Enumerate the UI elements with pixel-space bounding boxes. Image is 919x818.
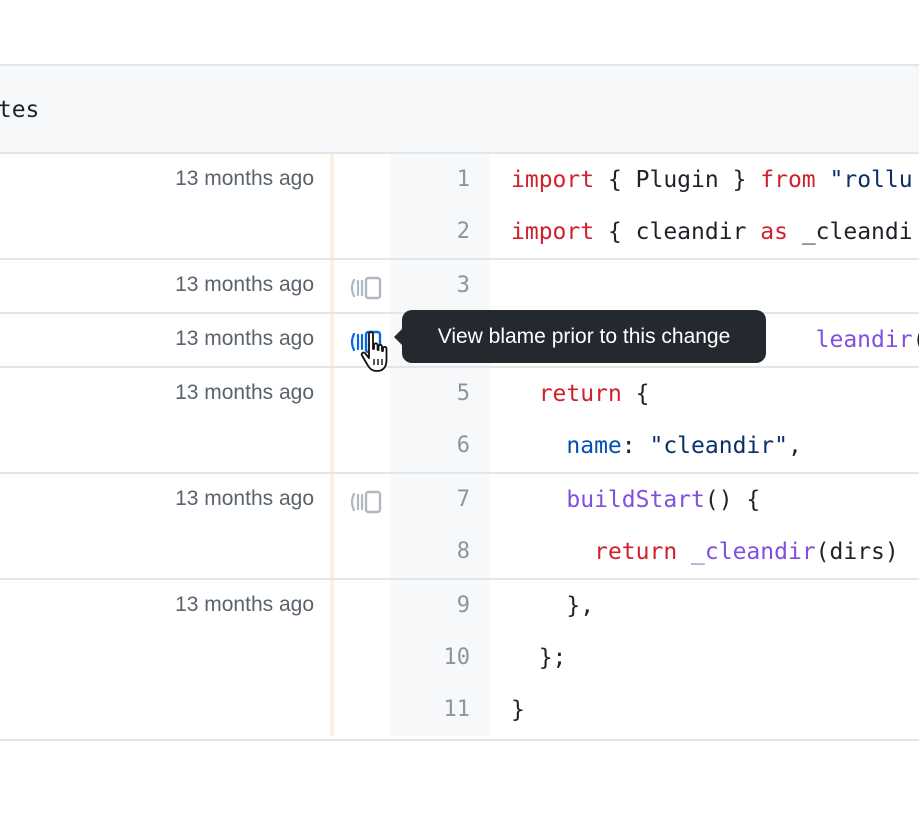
code-token: , <box>787 433 802 459</box>
code-text: import { Plugin } from "rollu <box>511 154 913 206</box>
code-token <box>511 487 566 513</box>
code-line: 6 name: "cleandir", <box>390 420 919 472</box>
line-number[interactable]: 11 <box>390 684 490 736</box>
reblame-cell <box>334 154 390 258</box>
code-line: 5 return { <box>390 368 919 420</box>
code-line: 2 import { cleandir as _cleandi <box>390 206 919 258</box>
line-number[interactable]: 7 <box>390 474 490 526</box>
code-token: { cleandir <box>594 219 761 245</box>
file-info-header: ytes <box>0 66 919 154</box>
line-number[interactable]: 5 <box>390 368 490 420</box>
commit-meta: 13 months ago <box>0 314 334 366</box>
blame-hunks: 13 months ago 1 import { Plugin } from "ro… <box>0 154 919 736</box>
code-text: import { cleandir as _cleandi <box>511 206 913 258</box>
commit-meta: 13 months ago <box>0 474 334 578</box>
code-token: return <box>594 539 678 565</box>
line-number[interactable]: 1 <box>390 154 490 206</box>
code-token <box>677 539 691 565</box>
code-line: 7 buildStart() { <box>390 474 919 526</box>
code-text: return _cleandir(dirs) <box>511 526 899 578</box>
code-line: 11} <box>390 684 919 736</box>
code-token: name <box>566 433 622 459</box>
code-token: leandir <box>815 327 913 353</box>
blame-hunk: 13 months ago 1 import { Plugin } from "ro… <box>0 154 919 260</box>
line-number[interactable]: 2 <box>390 206 490 258</box>
commit-meta: 13 months ago <box>0 368 334 472</box>
commit-meta: 13 months ago <box>0 154 334 258</box>
blame-hunk: 13 months ago 3 <box>0 260 919 314</box>
code-token: buildStart <box>566 487 705 513</box>
commit-date: 13 months ago <box>175 273 314 296</box>
code-line: 1 import { Plugin } from "rollu <box>390 154 919 206</box>
code-token: as <box>760 219 788 245</box>
reblame-cell <box>334 368 390 472</box>
code-token: import <box>511 219 595 245</box>
commit-date: 13 months ago <box>175 593 314 616</box>
commit-meta: 13 months ago <box>0 260 334 312</box>
hand-pointer-cursor-icon <box>360 330 394 376</box>
code-token: (dirs) <box>815 539 899 565</box>
commit-date: 13 months ago <box>175 381 314 404</box>
reblame-cell <box>334 260 390 312</box>
code-lines: 9 },10 };11} <box>390 580 919 736</box>
code-line: 3 <box>390 260 919 312</box>
code-token: { <box>621 381 650 407</box>
code-token: { Plugin } <box>594 167 761 193</box>
line-number[interactable]: 8 <box>390 526 490 578</box>
code-token: from <box>760 167 816 193</box>
code-token: }; <box>511 645 567 671</box>
code-line: 8 return _cleandir(dirs) <box>390 526 919 578</box>
code-token <box>511 381 539 407</box>
reblame-icon[interactable] <box>348 490 384 514</box>
code-line: 10 }; <box>390 632 919 684</box>
reblame-icon[interactable] <box>348 276 384 300</box>
line-number[interactable]: 9 <box>390 580 490 632</box>
code-token: "cleandir" <box>649 433 788 459</box>
commit-date: 13 months ago <box>175 327 314 350</box>
code-line: 9 }, <box>390 580 919 632</box>
code-text: }; <box>511 632 567 684</box>
code-token: } <box>511 697 525 723</box>
code-text: name: "cleandir", <box>511 420 802 472</box>
file-size-text: ytes <box>0 97 40 123</box>
code-token: _cleandi <box>787 219 913 245</box>
code-token: : <box>621 433 650 459</box>
code-lines: 3 <box>390 260 919 312</box>
code-text: return { <box>511 368 650 420</box>
code-text: }, <box>511 580 594 632</box>
code-token <box>511 433 566 459</box>
code-text: leandir(dirs <box>511 314 919 366</box>
reblame-cell <box>334 474 390 578</box>
code-text: buildStart() { <box>511 474 760 526</box>
commit-meta: 13 months ago <box>0 580 334 736</box>
reblame-cell <box>334 580 390 736</box>
code-token: (dirs <box>913 327 919 353</box>
code-token: () { <box>704 487 761 513</box>
code-token: }, <box>511 593 595 619</box>
commit-date: 13 months ago <box>175 167 314 190</box>
line-number[interactable]: 10 <box>390 632 490 684</box>
commit-date: 13 months ago <box>175 487 314 510</box>
code-lines: 1 import { Plugin } from "rollu 2 import { … <box>390 154 919 258</box>
code-token: "rollu <box>815 167 913 193</box>
code-lines: 7 buildStart() {8 return _cleandir(dirs) <box>390 474 919 578</box>
line-number[interactable]: 6 <box>390 420 490 472</box>
line-number[interactable]: 3 <box>390 260 490 312</box>
blame-view: ytes 13 months ago 1 import { Plugin } fro… <box>0 64 919 741</box>
code-lines: 5 return {6 name: "cleandir", <box>390 368 919 472</box>
reblame-tooltip: View blame prior to this change <box>394 310 766 363</box>
code-token: import <box>511 167 595 193</box>
code-token: _cleandir <box>691 539 816 565</box>
code-token <box>511 539 594 565</box>
code-text: } <box>511 684 525 736</box>
code-token: return <box>538 381 622 407</box>
